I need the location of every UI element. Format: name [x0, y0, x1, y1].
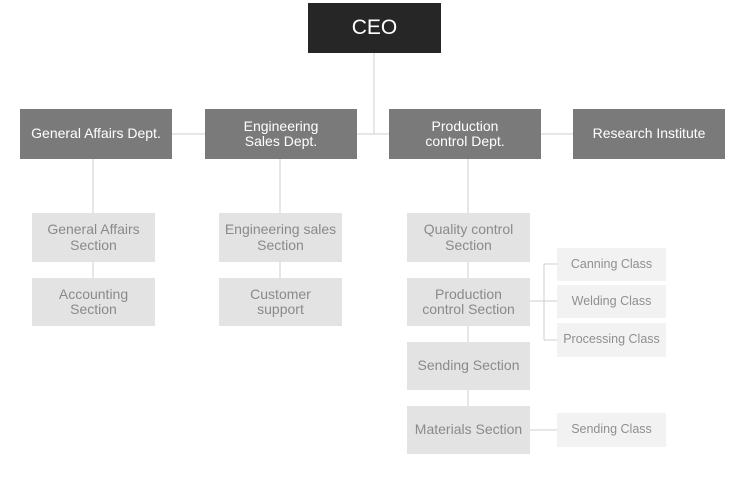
engineering-sales-section-box: Engineering sales Section: [219, 213, 342, 262]
processing-class-box: Processing Class: [557, 323, 666, 357]
canning-class-box: Canning Class: [557, 248, 666, 281]
materials-section-box: Materials Section: [407, 406, 530, 454]
sending-class-box: Sending Class: [557, 413, 666, 447]
customer-support-box: Customer support: [219, 278, 342, 326]
accounting-section-box: Accounting Section: [32, 278, 155, 326]
quality-control-section-box: Quality control Section: [407, 213, 530, 262]
welding-class-box: Welding Class: [557, 285, 666, 318]
general-affairs-dept-box: General Affairs Dept.: [20, 109, 172, 159]
production-control-dept-box: Production control Dept.: [389, 109, 541, 159]
engineering-sales-dept-box: Engineering Sales Dept.: [205, 109, 357, 159]
general-affairs-section-box: General Affairs Section: [32, 213, 155, 262]
production-control-section-box: Production control Section: [407, 278, 530, 326]
ceo-box: CEO: [308, 3, 441, 53]
sending-section-box: Sending Section: [407, 342, 530, 390]
research-institute-box: Research Institute: [573, 109, 725, 159]
